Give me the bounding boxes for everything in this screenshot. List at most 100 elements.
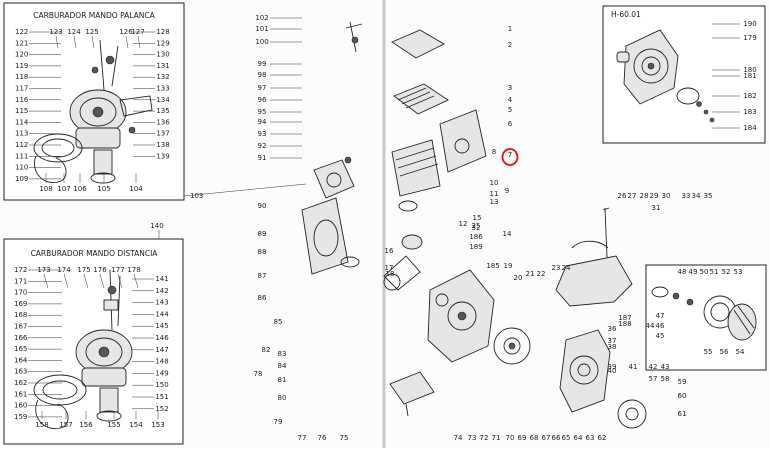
part-number-label: 171: [14, 277, 27, 285]
part-number-label: 155: [107, 421, 120, 429]
part-number-label: 69: [518, 434, 527, 442]
part-number-label: 115: [15, 107, 28, 115]
part-number-label: 161: [14, 390, 27, 398]
part-number-label: 31: [652, 204, 661, 212]
part-number-label: 14: [503, 230, 512, 238]
part-number-label: 46: [656, 322, 665, 330]
air-filter: [301, 197, 349, 275]
carburetor-palanca-drawing: [33, 39, 153, 184]
part-number-label: 149: [155, 369, 168, 377]
part-number-label: 162: [14, 379, 27, 387]
part-number-label: 6: [508, 120, 513, 128]
part-number-label: 59: [678, 378, 687, 386]
part-number-label: 135: [156, 107, 169, 115]
part-number-label: 29: [650, 192, 659, 200]
part-number-label: 118: [15, 73, 28, 81]
highlight-circle: [501, 148, 519, 166]
part-number-label: 28: [640, 192, 649, 200]
base-plate: [389, 371, 435, 405]
main-engine-drawing: [301, 21, 647, 429]
box-carburador-mando-palanca: CARBURADOR MANDO PALANCA 122121120119118…: [3, 2, 185, 201]
starter-detail-drawing: [651, 286, 757, 341]
piston: [401, 234, 423, 250]
part-number-label: 111: [15, 152, 28, 160]
part-number-label: 146: [155, 334, 169, 342]
part-number-label: 83: [278, 350, 287, 358]
part-number-label: 128: [156, 28, 169, 36]
part-number-label: 62: [598, 434, 607, 442]
carburetor-distancia-drawing: [33, 269, 133, 430]
part-number-label: 154: [129, 421, 143, 429]
part-number-label: 166: [14, 334, 28, 342]
part-number-label: 159: [14, 413, 27, 421]
part-number-label: 36: [608, 325, 617, 333]
part-number-label: 20: [514, 274, 523, 282]
part-number-label: 142: [155, 287, 168, 295]
part-number-label: 117: [15, 85, 28, 93]
part-number-label: 116: [15, 96, 29, 104]
part-number-label: 41: [629, 363, 638, 371]
muffler: [439, 109, 487, 173]
flywheel: [493, 327, 531, 365]
part-number-label: 156: [79, 421, 93, 429]
part-number-label: 85: [274, 318, 283, 326]
leader-line: [91, 35, 95, 49]
leader-line: [83, 273, 89, 289]
part-number-label: 77: [298, 434, 307, 442]
part-number-label: 136: [156, 118, 170, 126]
part-number-label: 81: [278, 376, 287, 384]
part-number-label: 63: [586, 434, 595, 442]
part-number-label: 176: [93, 266, 107, 274]
part-number-label: 45: [656, 332, 665, 340]
part-number-label: 98: [258, 71, 267, 79]
part-number-label: 75: [340, 434, 349, 442]
part-number-label: 61: [678, 410, 687, 418]
part-number-label: 134: [156, 96, 170, 104]
leader-line: [63, 273, 69, 289]
leader-line: [73, 35, 77, 49]
part-number-label: 11: [490, 190, 499, 198]
part-number-label: 96: [258, 96, 267, 104]
part-number-label: 72: [480, 434, 489, 442]
cylinder-head: [393, 83, 449, 115]
leader-line: [99, 273, 105, 289]
part-number-label: 177: [111, 266, 124, 274]
part-number-label: 84: [278, 362, 287, 370]
part-number-label: 151: [155, 393, 168, 401]
part-number-label: 56: [720, 348, 729, 356]
part-number-label: 79: [274, 418, 283, 426]
part-number-label: 168: [14, 311, 27, 319]
part-number-label: 132: [156, 73, 169, 81]
part-number-label: 48: [678, 268, 687, 276]
part-number-label: 101: [255, 25, 268, 33]
part-number-label: 119: [15, 62, 28, 70]
part-number-label: 158: [35, 421, 48, 429]
label-140: 140: [150, 222, 163, 230]
box-distancia-title: CARBURADOR MANDO DISTANCIA: [31, 249, 159, 258]
part-number-label: 19: [504, 262, 513, 270]
main-left-labels: 1021011009998979695949392919089888786858…: [254, 14, 302, 426]
part-number-label: 143: [155, 299, 168, 307]
part-number-label: 50: [700, 268, 709, 276]
part-number-label: 184: [743, 124, 757, 132]
part-number-label: 26: [618, 192, 627, 200]
part-number-label: 107: [57, 185, 70, 193]
part-number-label: 106: [73, 185, 87, 193]
leader-line: [117, 273, 123, 289]
leader-line: [43, 273, 49, 289]
part-number-label: 16: [385, 247, 394, 255]
leader-line: [55, 35, 59, 49]
part-number-label: 180: [743, 66, 756, 74]
part-number-label: 66: [552, 434, 561, 442]
h60-starter-drawing: [616, 29, 715, 123]
part-number-label: 3: [508, 84, 512, 92]
box-palanca-title: CARBURADOR MANDO PALANCA: [33, 11, 155, 20]
part-number-label: 160: [14, 402, 27, 410]
part-number-label: 152: [155, 405, 168, 413]
part-number-label: 133: [156, 85, 169, 93]
part-number-label: 22: [537, 270, 546, 278]
